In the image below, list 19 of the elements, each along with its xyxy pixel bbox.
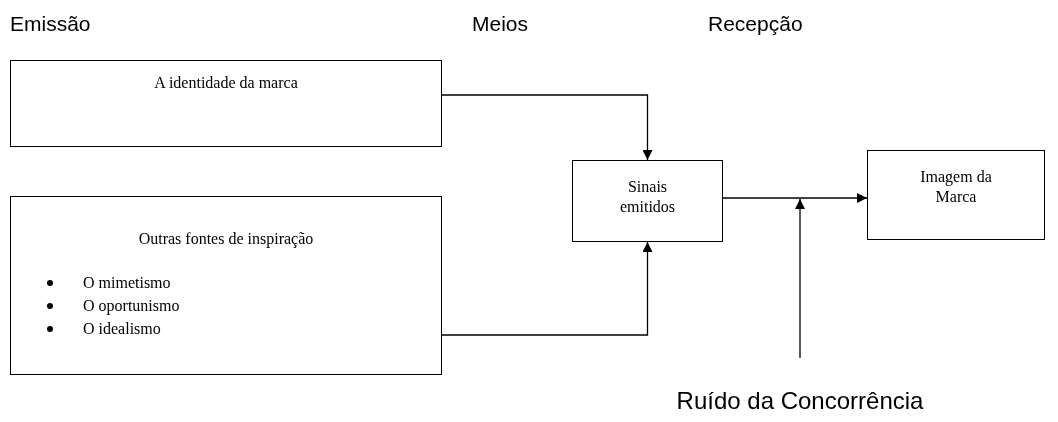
process-box	[10, 60, 442, 147]
box-text: A identidade da marca	[154, 73, 298, 93]
box-text: Sinais emitidos	[618, 177, 677, 217]
bullet-text: O idealismo	[83, 319, 161, 339]
bullet-text: O mimetismo	[83, 273, 171, 293]
box-text: Outras fontes de inspiração	[138, 229, 314, 249]
column-heading: Emissão	[10, 12, 91, 36]
box-text: Imagem da Marca	[919, 167, 993, 207]
process-box	[867, 150, 1045, 240]
column-heading: Recepção	[708, 12, 803, 36]
column-heading: Meios	[472, 12, 529, 36]
bullet-text: O oportunismo	[83, 296, 180, 316]
arrow	[795, 198, 805, 359]
arrow	[441, 241, 653, 336]
noise-label: Ruído da Concorrência	[676, 386, 924, 416]
process-box	[572, 160, 723, 242]
arrow	[722, 193, 868, 203]
arrow	[441, 94, 653, 161]
process-box	[10, 196, 442, 375]
